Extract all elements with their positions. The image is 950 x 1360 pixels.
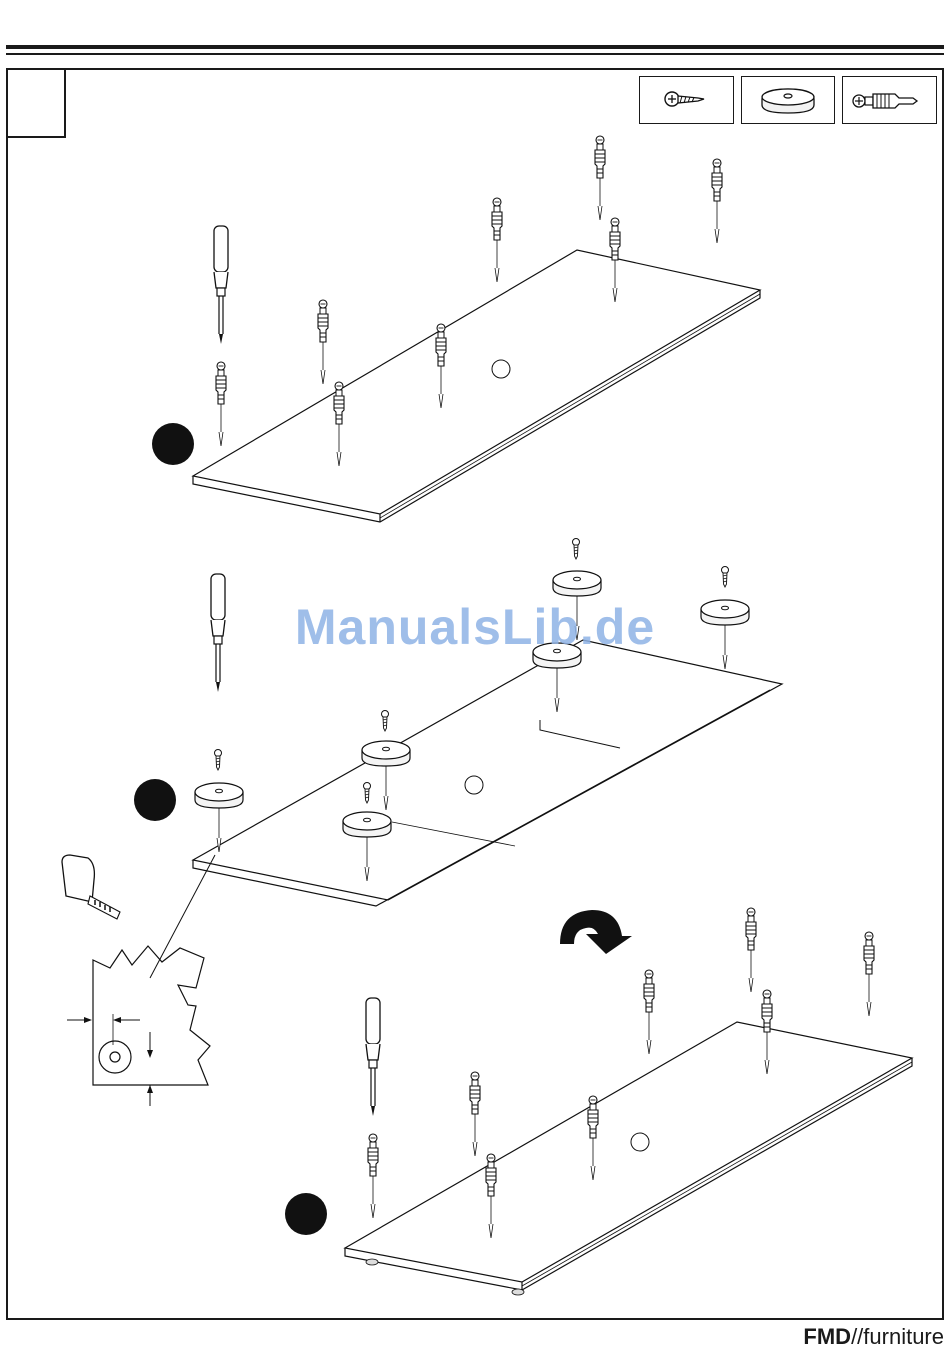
step-c-marker — [285, 1193, 327, 1235]
step-b-marker — [134, 779, 176, 821]
watermark: ManualsLib.de — [0, 598, 950, 656]
panel-top — [193, 250, 760, 522]
brand-rest: //furniture — [851, 1324, 944, 1349]
tape-measure — [62, 855, 120, 919]
panel-bottom — [345, 1022, 912, 1295]
flip-arrow-icon — [560, 910, 632, 954]
brand-logo: FMD//furniture — [803, 1324, 944, 1350]
brand-bold: FMD — [803, 1324, 851, 1349]
panel-middle — [193, 640, 782, 906]
step-a-marker — [152, 423, 194, 465]
